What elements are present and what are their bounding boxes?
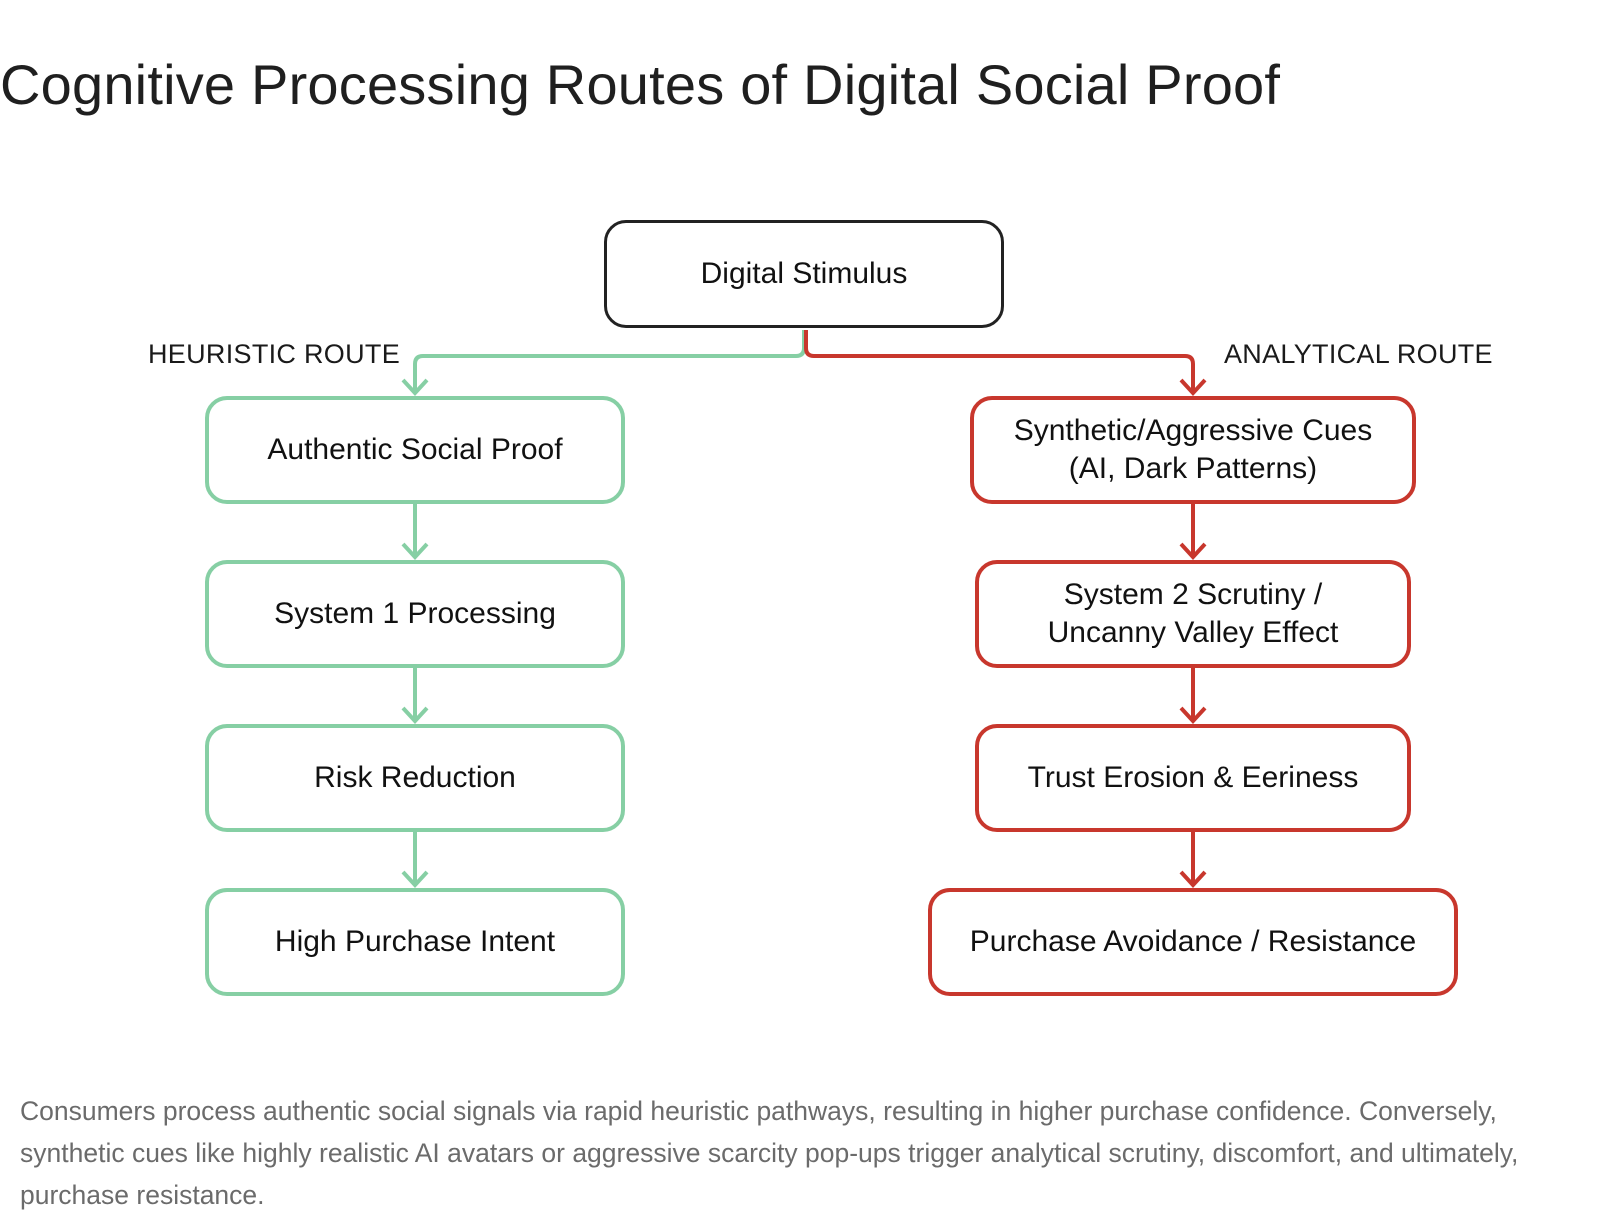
root-stem-green xyxy=(413,330,806,392)
node-label: System 2 Scrutiny / Uncanny Valley Effec… xyxy=(1047,578,1339,649)
arrowhead-red-2 xyxy=(1179,542,1207,560)
arrowhead-green-2 xyxy=(401,542,429,560)
node-label: Synthetic/Aggressive Cues (AI, Dark Patt… xyxy=(1013,414,1373,485)
node-label: Risk Reduction xyxy=(314,761,516,794)
node-label: Authentic Social Proof xyxy=(267,433,563,466)
node-system-2-scrutiny: System 2 Scrutiny / Uncanny Valley Effec… xyxy=(975,560,1411,668)
arrowhead-red-3 xyxy=(1179,706,1207,724)
node-synthetic-aggressive-cues: Synthetic/Aggressive Cues (AI, Dark Patt… xyxy=(970,396,1416,504)
diagram-caption: Consumers process authentic social signa… xyxy=(20,1096,1519,1210)
node-purchase-avoidance: Purchase Avoidance / Resistance xyxy=(928,888,1458,996)
node-label: Purchase Avoidance / Resistance xyxy=(969,925,1417,958)
node-authentic-social-proof: Authentic Social Proof xyxy=(205,396,625,504)
arrowhead-green-4 xyxy=(401,870,429,888)
node-digital-stimulus: Digital Stimulus xyxy=(604,220,1004,328)
node-risk-reduction: Risk Reduction xyxy=(205,724,625,832)
node-high-purchase-intent: High Purchase Intent xyxy=(205,888,625,996)
page-title: Cognitive Processing Routes of Digital S… xyxy=(0,53,1281,116)
arrowhead-red-1 xyxy=(1179,378,1207,396)
arrowhead-green-1 xyxy=(401,378,429,396)
heuristic-route-label: HEURISTIC ROUTE xyxy=(148,339,401,369)
analytical-route-label: ANALYTICAL ROUTE xyxy=(1224,339,1493,369)
node-trust-erosion: Trust Erosion & Eeriness xyxy=(975,724,1411,832)
node-label: High Purchase Intent xyxy=(274,925,556,958)
node-label: System 1 Processing xyxy=(274,597,556,630)
node-label: Digital Stimulus xyxy=(700,257,908,290)
arrowhead-red-4 xyxy=(1179,870,1207,888)
node-system-1-processing: System 1 Processing xyxy=(205,560,625,668)
node-label: Trust Erosion & Eeriness xyxy=(1027,761,1359,794)
root-stem-red xyxy=(804,330,1195,392)
arrowhead-green-3 xyxy=(401,706,429,724)
